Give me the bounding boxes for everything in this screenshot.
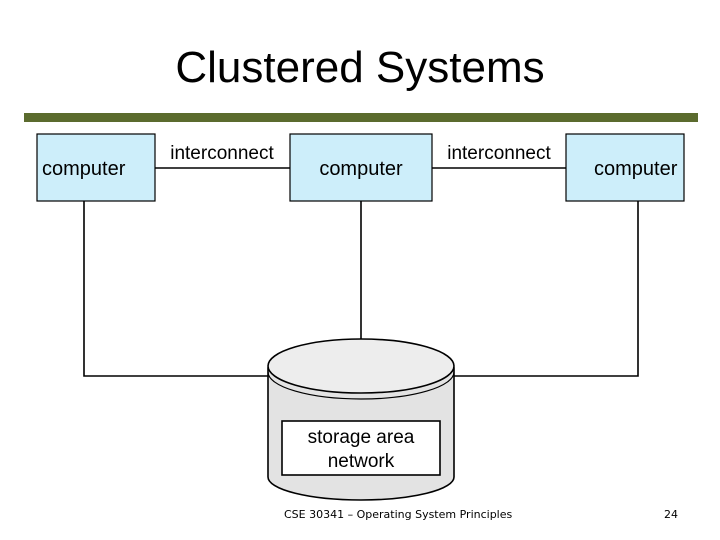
slide-title: Clustered Systems [175, 43, 545, 92]
storage-label-line2: network [328, 451, 395, 472]
connection-lines [83, 167, 639, 377]
computer-node-center: computer [289, 133, 433, 202]
interconnect-label-right: interconnect [447, 143, 551, 164]
computer-label: computer [319, 158, 403, 180]
page-number: 24 [664, 508, 678, 521]
storage-cylinder: storage area network [267, 338, 455, 501]
storage-label-box [281, 420, 441, 476]
computer-node-left: computer [36, 133, 156, 202]
computer-label: computer [594, 158, 678, 180]
slide-footer: CSE 30341 – Operating System Principles [284, 508, 513, 521]
computer-node-right: computer [565, 133, 685, 202]
computer-label: computer [42, 158, 126, 180]
left-computer-storage-link [83, 201, 268, 377]
storage-label-line1: storage area [308, 427, 415, 448]
right-computer-storage-link [454, 201, 639, 377]
interconnect-label-left: interconnect [170, 143, 274, 164]
title-divider-bar [24, 113, 698, 122]
